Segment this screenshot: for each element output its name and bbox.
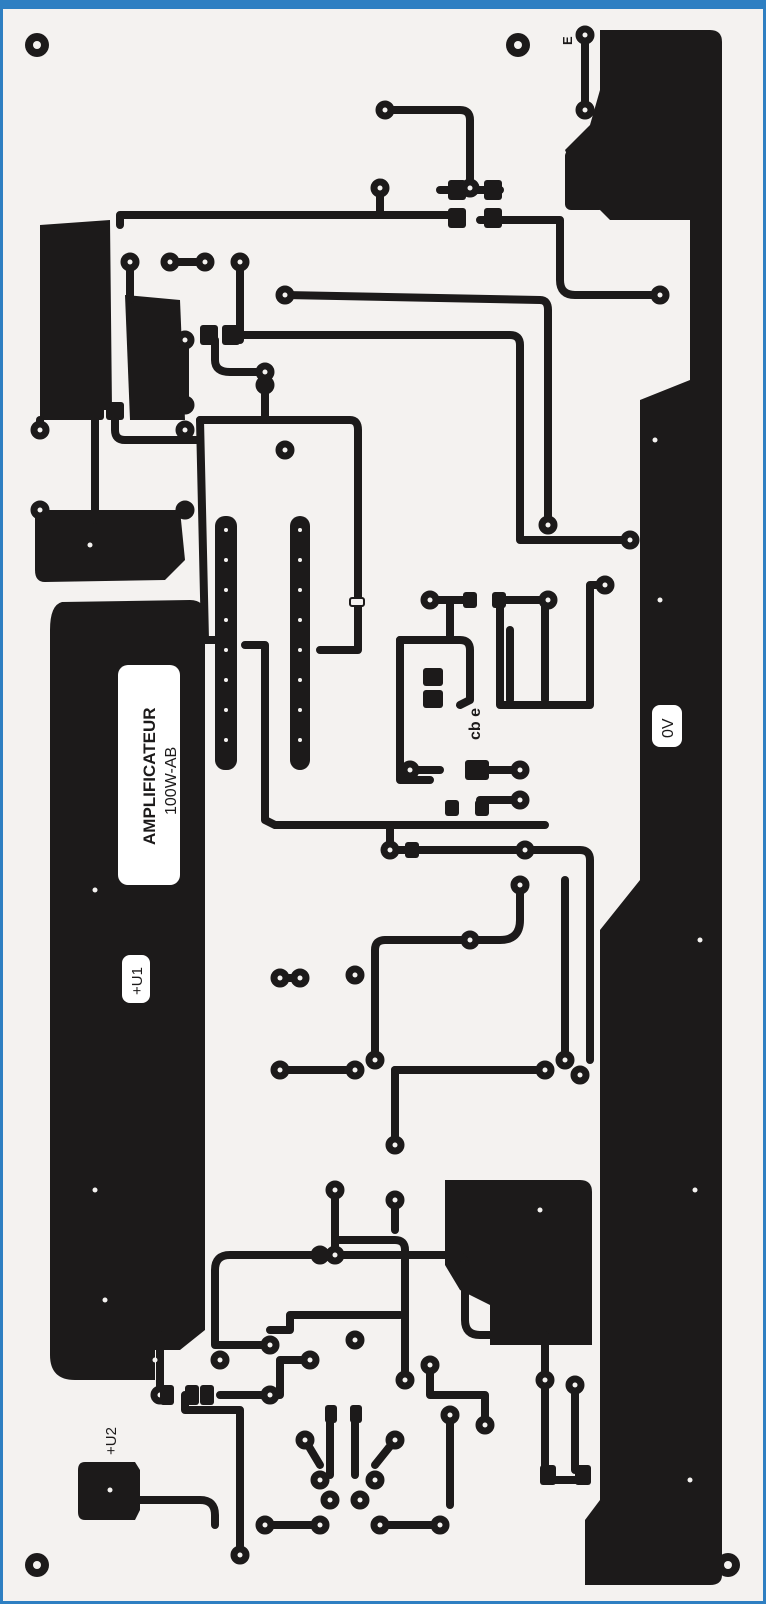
upper-left-plane-2 [125,295,185,420]
title-line1: AMPLIFICATEUR [140,707,159,845]
lower-mid-plane [445,1180,592,1345]
title-line2: 100W-AB [163,747,180,815]
upper-left-plane [40,220,112,420]
ground-label-box [652,705,682,747]
upper-left-pad-3 [35,510,185,582]
title-box [118,665,180,885]
u1-label-box [122,955,150,1003]
u1-label: +U1 [129,967,146,995]
transistor-pin-label: cb e [467,708,484,740]
ground-plane [565,30,722,1585]
input-label: E [560,36,575,45]
u2-label: +U2 [103,1427,120,1455]
ground-label: 0V [660,718,677,738]
